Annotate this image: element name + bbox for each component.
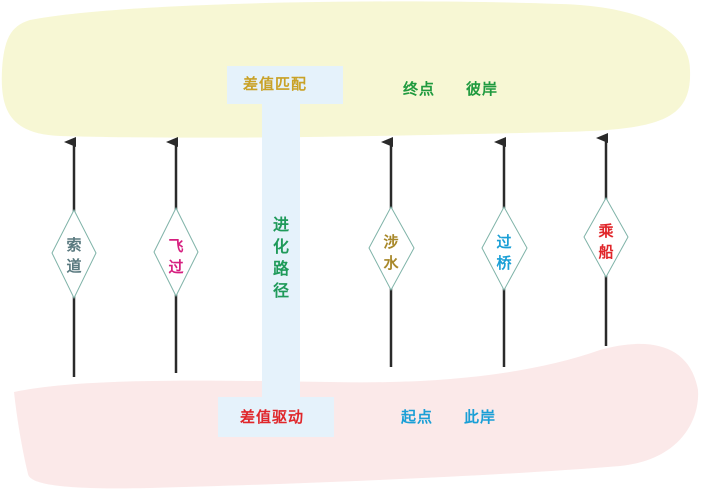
diamond-4 [481, 205, 528, 292]
path-5-char-1: 乘 [598, 222, 614, 240]
evolution-path-char-2: 化 [272, 237, 289, 256]
path-4-char-2: 桥 [496, 254, 512, 272]
evolution-path-bar [262, 104, 300, 400]
path-4-char-1: 过 [496, 233, 512, 251]
diamond-5 [583, 196, 629, 279]
path-1-char-1: 索 [66, 236, 82, 254]
diamond-3 [368, 205, 415, 292]
path-1-char-2: 道 [66, 257, 82, 275]
drive-box [218, 397, 334, 437]
evolution-path-char-1: 进 [272, 215, 289, 234]
path-2-char-1: 飞 [168, 237, 184, 255]
destination-shore-label: 彼岸 [466, 80, 499, 98]
path-5-char-2: 船 [598, 243, 614, 261]
path-3-char-2: 水 [383, 254, 399, 272]
match-box [227, 66, 343, 104]
evolution-path-char-4: 径 [272, 281, 289, 300]
diamond-1 [51, 208, 97, 300]
path-3-char-1: 涉 [383, 233, 399, 251]
startpoint-label: 起点 [401, 408, 434, 426]
path-arrows [64, 133, 608, 377]
endpoint-label: 终点 [403, 80, 436, 98]
match-box-label: 差值匹配 [243, 75, 308, 93]
drive-box-label: 差值驱动 [240, 408, 305, 426]
diamond-2 [153, 206, 199, 298]
bottom-region-blob [14, 343, 699, 489]
top-region-blob [1, 1, 691, 138]
evolution-path-char-3: 路 [272, 259, 289, 278]
origin-shore-label: 此岸 [464, 408, 497, 426]
path-diamonds [51, 196, 629, 300]
path-2-char-2: 过 [168, 258, 184, 276]
